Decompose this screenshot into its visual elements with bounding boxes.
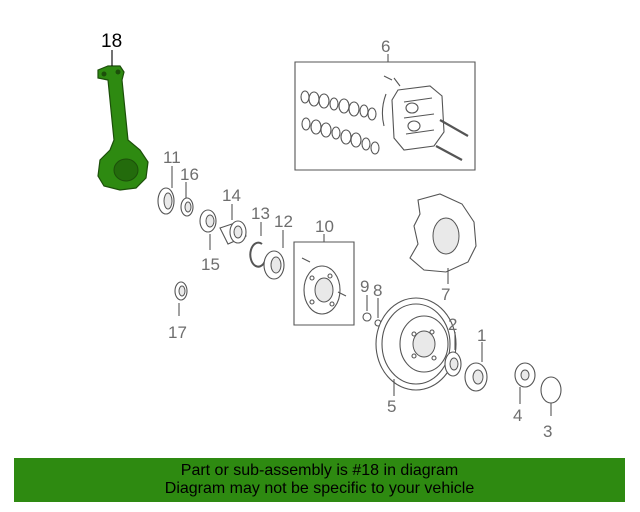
callout-10[interactable]: 10 — [315, 217, 334, 236]
hub-nut-part-4[interactable] — [514, 362, 536, 388]
callout-14[interactable]: 14 — [222, 186, 241, 205]
brake-rotor-part-5[interactable] — [375, 297, 457, 391]
seal-part-17[interactable] — [174, 281, 188, 301]
callout-17[interactable]: 17 — [168, 323, 187, 342]
callout-3[interactable]: 3 — [543, 422, 552, 441]
parts-diagram: 18 6 11 — [97, 31, 562, 441]
callout-7[interactable]: 7 — [441, 285, 450, 304]
lock-nut-part-1[interactable] — [464, 362, 488, 392]
callout-2[interactable]: 2 — [448, 315, 457, 334]
callout-13[interactable]: 13 — [251, 204, 270, 223]
callout-8[interactable]: 8 — [373, 281, 382, 300]
bearing-cup-part-16[interactable] — [180, 197, 194, 217]
flange-part-2[interactable] — [444, 351, 462, 377]
callout-12[interactable]: 12 — [274, 212, 293, 231]
info-banner: Part or sub-assembly is #18 in diagram D… — [14, 458, 625, 502]
caliper-kit-part-6[interactable] — [294, 61, 476, 171]
caliper-body — [391, 85, 445, 151]
callout-5[interactable]: 5 — [387, 397, 396, 416]
inner-bearing-part-15[interactable] — [199, 209, 217, 233]
steering-knuckle-part-18[interactable] — [97, 65, 149, 191]
callout-11[interactable]: 11 — [163, 148, 181, 167]
hub-seal-part-12[interactable] — [263, 250, 285, 280]
callout-4[interactable]: 4 — [513, 406, 522, 425]
callout-9[interactable]: 9 — [360, 277, 369, 296]
snap-ring-part-13[interactable] — [249, 241, 267, 268]
callout-16[interactable]: 16 — [180, 165, 199, 184]
banner-line-2: Diagram may not be specific to your vehi… — [164, 480, 475, 497]
o-ring-part-3[interactable] — [540, 376, 562, 404]
callout-18[interactable]: 18 — [101, 31, 122, 52]
seal-part-11[interactable] — [157, 187, 175, 215]
callout-1[interactable]: 1 — [477, 326, 486, 345]
nut-part-9[interactable] — [362, 312, 372, 322]
hub-assembly-part-10[interactable] — [293, 241, 355, 326]
outer-bearing-part-14[interactable] — [219, 220, 247, 245]
piston-seals-row — [300, 90, 380, 155]
banner-line-1: Part or sub-assembly is #18 in diagram — [180, 462, 459, 479]
callout-15[interactable]: 15 — [201, 255, 220, 274]
dust-shield-part-7[interactable] — [409, 193, 477, 273]
callout-6[interactable]: 6 — [381, 37, 390, 56]
